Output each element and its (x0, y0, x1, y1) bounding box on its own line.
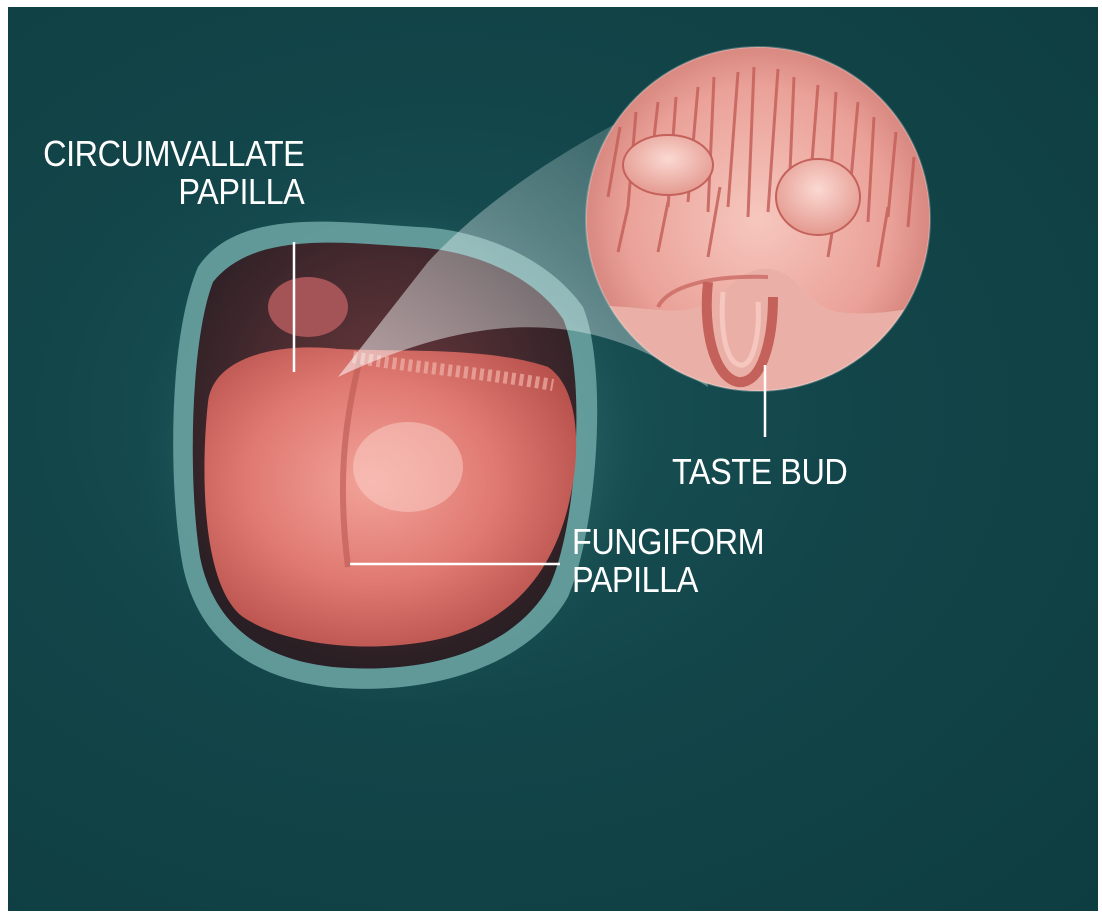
uvula (268, 277, 348, 337)
circumvallate-papilla-label: CIRCUMVALLATE PAPILLA (38, 135, 304, 211)
taste-bud-label-text: TASTE BUD (672, 453, 847, 491)
circumvallate-label-line2: PAPILLA (38, 173, 304, 211)
fungiform-label-line1: FUNGIFORM (572, 523, 764, 561)
fungiform-label-line2: PAPILLA (572, 561, 764, 599)
diagram-panel: CIRCUMVALLATE PAPILLA TASTE BUD FUNGIFOR… (8, 7, 1098, 911)
fungiform-papilla-label: FUNGIFORM PAPILLA (572, 523, 764, 599)
taste-bud-label: TASTE BUD (672, 453, 847, 491)
tongue-highlight (353, 422, 463, 512)
circumvallate-label-line1: CIRCUMVALLATE (38, 135, 304, 173)
